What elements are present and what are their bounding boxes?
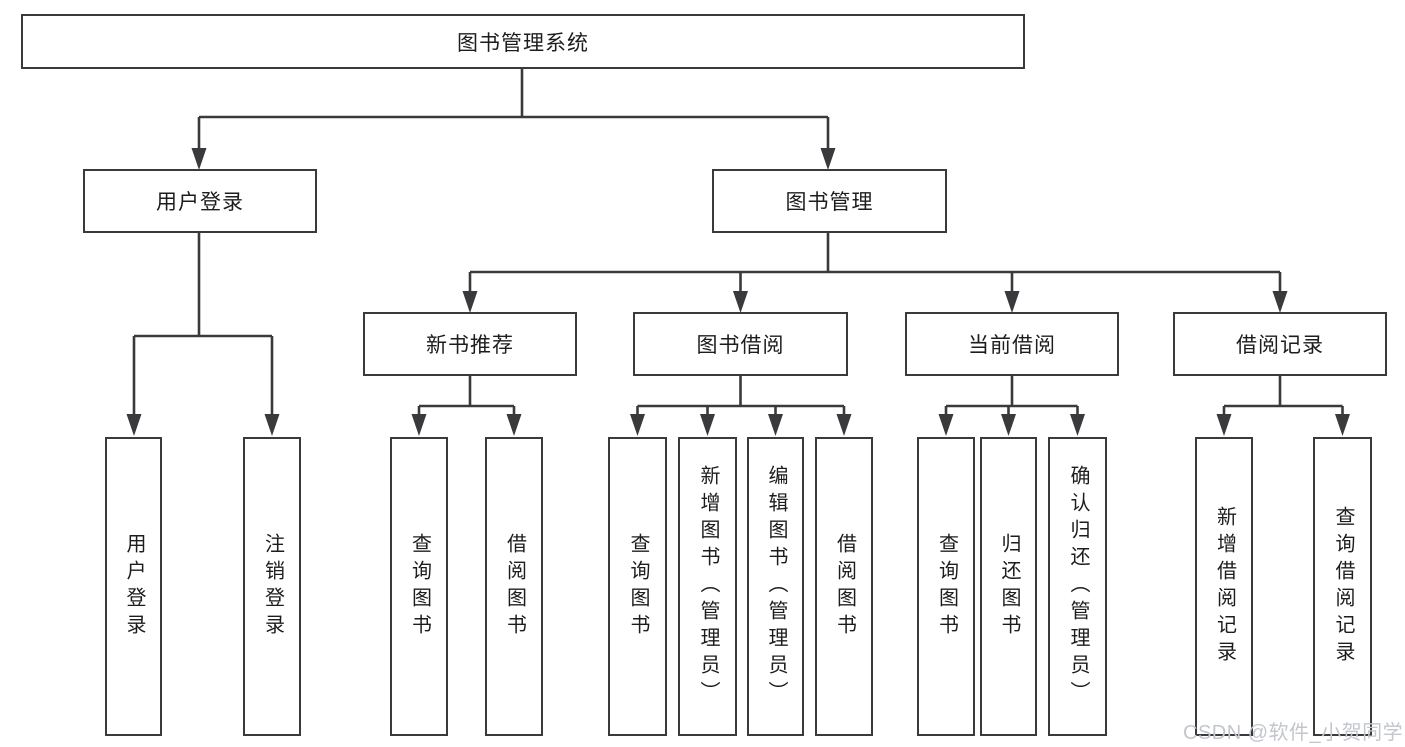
arrowhead-icon [1070, 414, 1085, 436]
leaf-cb-return-books: 归还图书 [980, 437, 1037, 736]
node-user-login: 用户登录 [83, 169, 317, 233]
arrowhead-icon [630, 414, 645, 436]
leaf-cb-confirm-return-admin: 确认归还（管理员） [1048, 437, 1107, 736]
node-label: 用户登录 [156, 191, 244, 214]
leaf-bb-edit-books-admin: 编辑图书（管理员） [747, 437, 804, 736]
node-label: 新书推荐 [426, 334, 514, 357]
connector-book-borrow-children [630, 376, 852, 436]
node-new-book-recommend: 新书推荐 [363, 312, 577, 376]
arrowhead-icon [191, 148, 207, 170]
arrowhead-icon [733, 291, 748, 313]
connector-borrow-record-children [1216, 376, 1350, 436]
connector-new-book-children [411, 376, 522, 436]
leaf-br-add-record: 新增借阅记录 [1195, 437, 1253, 736]
node-label: 用户登录 [123, 532, 145, 641]
arrowhead-icon [462, 291, 478, 313]
node-current-borrow: 当前借阅 [905, 312, 1119, 376]
leaf-cb-query-books: 查询图书 [917, 437, 975, 736]
node-label: 查询借阅记录 [1332, 505, 1354, 668]
node-label: 新增图书（管理员） [697, 465, 719, 708]
node-label: 查询图书 [408, 532, 431, 641]
arrowhead-icon [1272, 291, 1288, 313]
connector-root-to-level2 [191, 69, 836, 170]
arrowhead-icon [506, 414, 522, 436]
arrowhead-icon [768, 414, 783, 436]
arrowhead-icon [1335, 414, 1350, 436]
node-book-management: 图书管理 [712, 169, 947, 233]
watermark: CSDN @软件_小贺同学 [1183, 722, 1404, 744]
node-label: 查询图书 [627, 532, 649, 641]
node-label: 图书管理 [785, 191, 874, 214]
node-root-system: 图书管理系统 [21, 14, 1025, 69]
leaf-bb-add-books-admin: 新增图书（管理员） [678, 437, 737, 736]
node-label: 归还图书 [998, 532, 1020, 641]
arrowhead-icon [126, 414, 142, 436]
arrowhead-icon [411, 414, 427, 436]
node-label: 注销登录 [261, 532, 284, 641]
arrowhead-icon [700, 414, 715, 436]
arrowhead-icon [938, 414, 954, 436]
arrowhead-icon [836, 414, 852, 436]
connector-book-mgmt-to-level3 [462, 233, 1288, 313]
leaf-bb-borrow-books: 借阅图书 [815, 437, 873, 736]
node-label: 当前借阅 [968, 334, 1056, 357]
node-label: 编辑图书（管理员） [765, 465, 787, 708]
arrowhead-icon [1004, 291, 1020, 313]
arrowhead-icon [1216, 414, 1232, 436]
node-label: 查询图书 [935, 532, 958, 641]
leaf-nb-borrow-books: 借阅图书 [485, 437, 543, 736]
node-label: 图书管理系统 [457, 31, 589, 55]
connector-user-login-children [126, 233, 280, 436]
node-book-borrow: 图书借阅 [633, 312, 848, 376]
arrowhead-icon [1001, 414, 1016, 436]
arrowhead-icon [264, 414, 280, 436]
leaf-user-login: 用户登录 [105, 437, 162, 736]
node-label: 确认归还（管理员） [1067, 465, 1089, 708]
node-label: 借阅图书 [833, 532, 856, 641]
node-borrow-records: 借阅记录 [1173, 312, 1387, 376]
leaf-br-query-record: 查询借阅记录 [1313, 437, 1372, 736]
node-label: 借阅图书 [503, 532, 526, 641]
leaf-bb-query-books: 查询图书 [608, 437, 667, 736]
arrowhead-icon [820, 148, 836, 170]
node-label: 图书借阅 [696, 334, 785, 357]
leaf-logout: 注销登录 [243, 437, 301, 736]
leaf-nb-query-books: 查询图书 [390, 437, 448, 736]
connector-current-borrow-children [938, 376, 1085, 436]
node-label: 新增借阅记录 [1213, 505, 1236, 668]
node-label: 借阅记录 [1236, 334, 1324, 357]
